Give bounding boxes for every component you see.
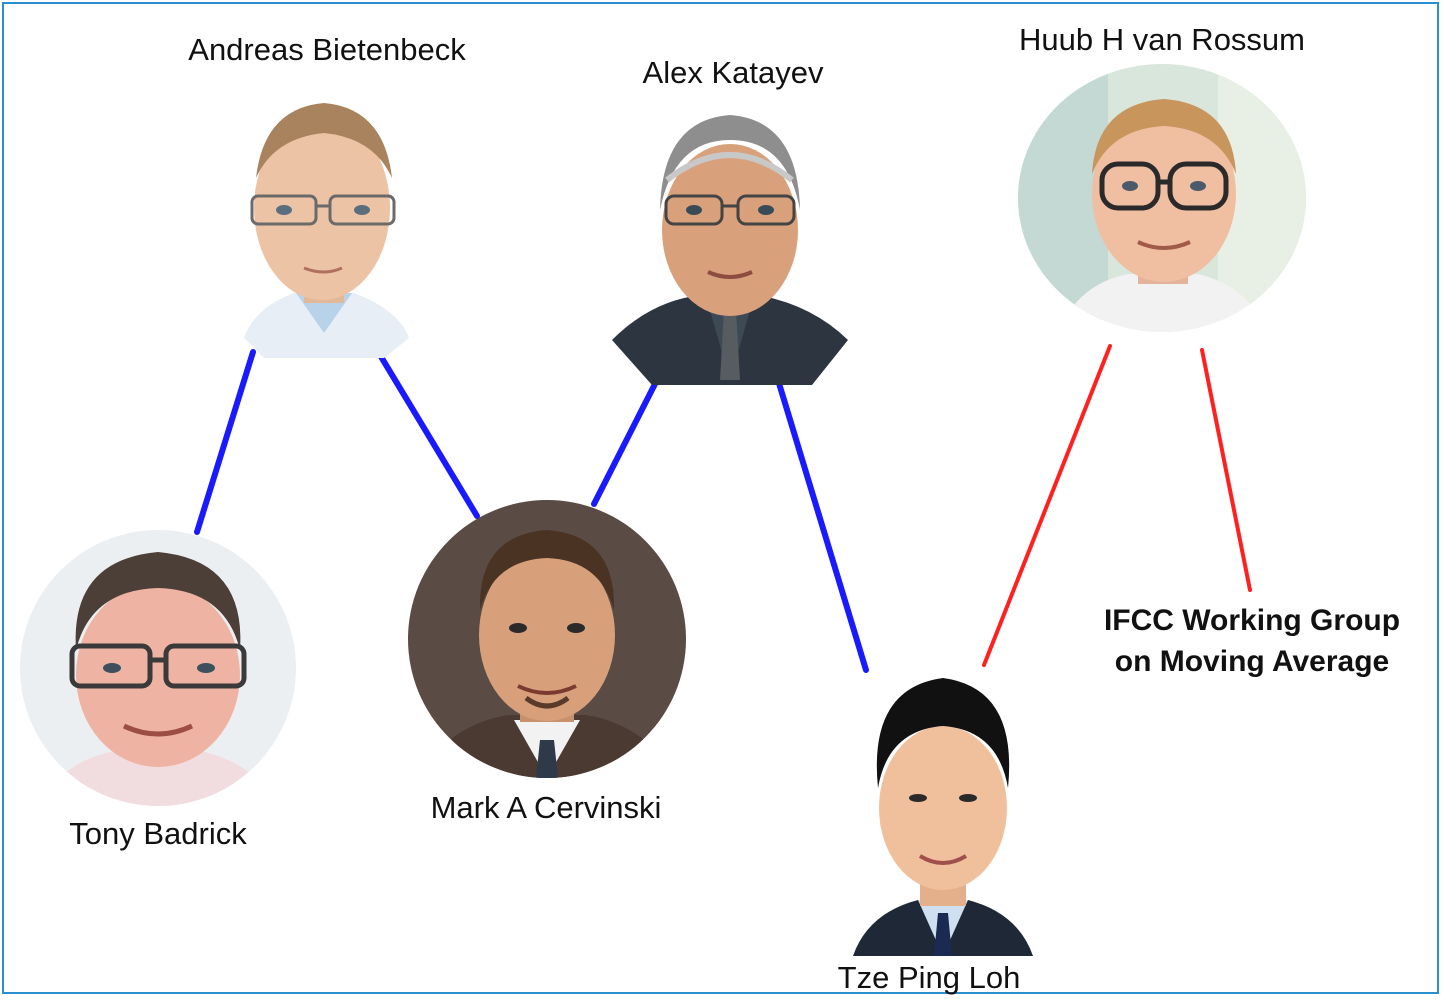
working-group-line1: IFCC Working Group — [1103, 604, 1401, 637]
person-name-huub: Huub H van Rossum — [1018, 22, 1306, 57]
portrait-andreas-bietenbeck-icon — [234, 88, 414, 362]
working-group-line2: on Moving Average — [1114, 645, 1390, 678]
person-name-alex: Alex Katayev — [642, 55, 824, 90]
person-name-tony: Tony Badrick — [69, 816, 247, 851]
portrait-tony-badrick-icon — [20, 530, 296, 806]
person-name-tze: Tze Ping Loh — [837, 960, 1021, 995]
portrait-tze-ping-loh-icon — [848, 668, 1038, 958]
portrait-huub-van-rossum-icon — [1018, 64, 1306, 332]
portrait-alex-katayev-icon — [612, 100, 848, 388]
working-group-label: IFCC Working Group on Moving Average — [1104, 600, 1400, 682]
link-alex-tze — [775, 377, 869, 673]
link-andreas-tony — [194, 349, 256, 535]
link-andreas-mark — [374, 347, 480, 519]
person-name-mark: Mark A Cervinski — [430, 790, 662, 825]
portrait-mark-cervinski-icon — [408, 500, 686, 778]
link-huub-group — [1200, 348, 1252, 592]
link-huub-tze — [982, 344, 1112, 667]
person-name-andreas: Andreas Bietenbeck — [188, 32, 466, 67]
link-alex-mark — [591, 375, 661, 507]
